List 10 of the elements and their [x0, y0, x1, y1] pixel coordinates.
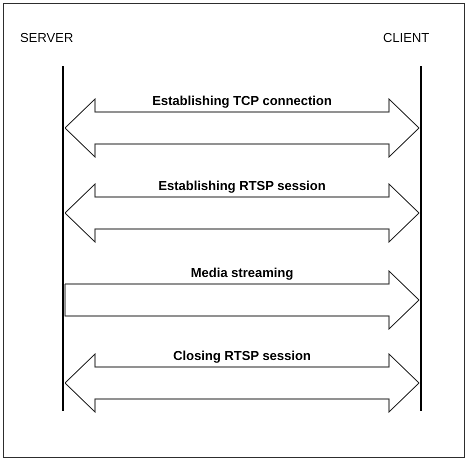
edge-label: Closing RTSP session — [171, 348, 313, 363]
double-arrow — [64, 182, 420, 244]
double-arrow — [64, 98, 420, 158]
edge-label: Establishing RTSP session — [156, 178, 328, 193]
double-arrow — [64, 352, 420, 414]
lifeline-label: CLIENT — [383, 30, 430, 45]
edge-label: Establishing TCP connection — [150, 93, 334, 108]
double-arrow — [64, 270, 420, 330]
edge-label: Media streaming — [188, 265, 296, 280]
lifeline-label: SERVER — [20, 30, 74, 45]
